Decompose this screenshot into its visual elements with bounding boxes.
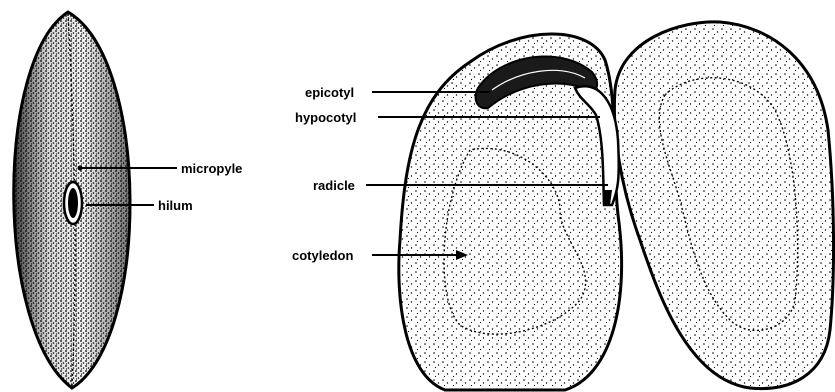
radicle-label: radicle: [313, 178, 355, 193]
opened-seed: [399, 22, 834, 390]
cotyledon-label: cotyledon: [292, 248, 353, 263]
right-cotyledon: [614, 22, 833, 389]
epicotyl-label: epicotyl: [305, 85, 354, 100]
hilum-scar: [64, 182, 82, 224]
hypocotyl-label: hypocotyl: [295, 110, 356, 125]
whole-seed: [14, 12, 130, 388]
hilum-label: hilum: [158, 198, 193, 213]
micropyle-label: micropyle: [181, 161, 242, 176]
